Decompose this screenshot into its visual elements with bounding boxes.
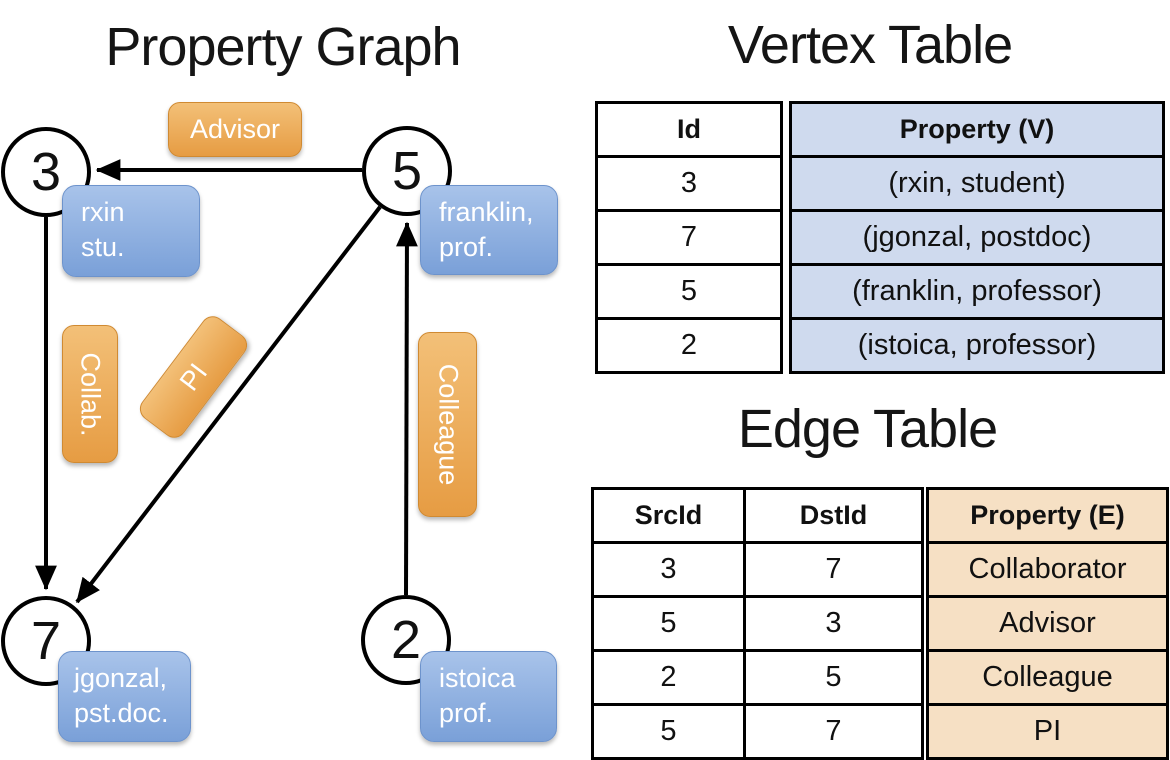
- vertex-property-box-istoica: istoica prof.: [420, 651, 557, 742]
- edge-table-title: Edge Table: [737, 399, 998, 459]
- vertex-property-box-jgonzal: jgonzal, pst.doc.: [58, 651, 191, 742]
- edge-table-src-cell: 5: [591, 595, 746, 652]
- vertex-node-2-id: 2: [390, 610, 422, 670]
- edge-table-src-cell: 5: [591, 703, 746, 760]
- vertex-table-property-cell: (jgonzal, postdoc): [789, 209, 1165, 266]
- edge-table-header-dstid: DstId: [743, 487, 924, 544]
- edge-table-property-cell: Collaborator: [926, 541, 1169, 598]
- vertex-property-line1: istoica: [439, 663, 516, 693]
- property-graph-title: Property Graph: [105, 17, 461, 77]
- vertex-property-line2: prof.: [439, 698, 494, 729]
- edge-table-header-srcid: SrcId: [591, 487, 746, 544]
- vertex-table-property-cell: (istoica, professor): [789, 317, 1165, 374]
- vertex-table-header-id: Id: [595, 101, 783, 158]
- vertex-table-id-cell: 3: [595, 155, 783, 212]
- edge-table-dst-cell: 5: [743, 649, 924, 706]
- vertex-table-id-cell: 7: [595, 209, 783, 266]
- edge-label-pi: PI: [173, 357, 213, 396]
- edge-table-property-cell: Advisor: [926, 595, 1169, 652]
- edge-label-advisor: Advisor: [189, 114, 281, 144]
- vertex-property-line2: prof.: [439, 232, 494, 263]
- vertex-node-7-id: 7: [30, 611, 62, 671]
- edge-label-collab: Collab.: [75, 351, 106, 437]
- edge-label-box-advisor: Advisor: [168, 102, 302, 157]
- edge-table-dst-cell: 3: [743, 595, 924, 652]
- edge-table-header-property: Property (E): [926, 487, 1169, 544]
- vertex-table-property-cell: (rxin, student): [789, 155, 1165, 212]
- edge-table-id-columns: SrcId DstId 3 7 5 3 2 5 5 7: [591, 487, 924, 760]
- edge-table-dst-cell: 7: [743, 703, 924, 760]
- vertex-property-line2: stu.: [81, 232, 125, 263]
- vertex-table-id-column: Id 3 7 5 2: [595, 101, 783, 374]
- edge-colleague-arrow-2-to-5: [396, 221, 418, 596]
- vertex-node-3: 3: [1, 127, 91, 217]
- vertex-table-header-property: Property (V): [789, 101, 1165, 158]
- vertex-node-3-id: 3: [30, 142, 62, 202]
- vertex-node-5-id: 5: [391, 141, 423, 201]
- edge-label-box-colleague: Colleague: [418, 332, 477, 517]
- edge-table-property-cell: Colleague: [926, 649, 1169, 706]
- vertex-property-line1: jgonzal,: [74, 663, 168, 693]
- vertex-table-property-cell: (franklin, professor): [789, 263, 1165, 320]
- vertex-property-line1: rxin: [81, 197, 125, 227]
- edge-table-property-cell: PI: [926, 703, 1169, 760]
- vertex-table-title: Vertex Table: [727, 15, 1013, 75]
- edge-table-property-column: Property (E) Collaborator Advisor Collea…: [926, 487, 1169, 760]
- vertex-table-property-column: Property (V) (rxin, student) (jgonzal, p…: [789, 101, 1165, 374]
- vertex-property-line2: pst.doc.: [74, 698, 169, 729]
- edge-label-colleague: Colleague: [433, 363, 463, 486]
- edge-label-box-pi: PI: [135, 311, 252, 443]
- edge-table-src-cell: 2: [591, 649, 746, 706]
- vertex-table-id-cell: 5: [595, 263, 783, 320]
- vertex-property-line1: franklin,: [439, 197, 534, 227]
- vertex-property-box-rxin: rxin stu.: [62, 185, 200, 277]
- vertex-table-id-cell: 2: [595, 317, 783, 374]
- edge-table-dst-cell: 7: [743, 541, 924, 598]
- edge-table-src-cell: 3: [591, 541, 746, 598]
- vertex-property-box-franklin: franklin, prof.: [420, 185, 558, 275]
- edge-label-box-collab: Collab.: [62, 325, 118, 463]
